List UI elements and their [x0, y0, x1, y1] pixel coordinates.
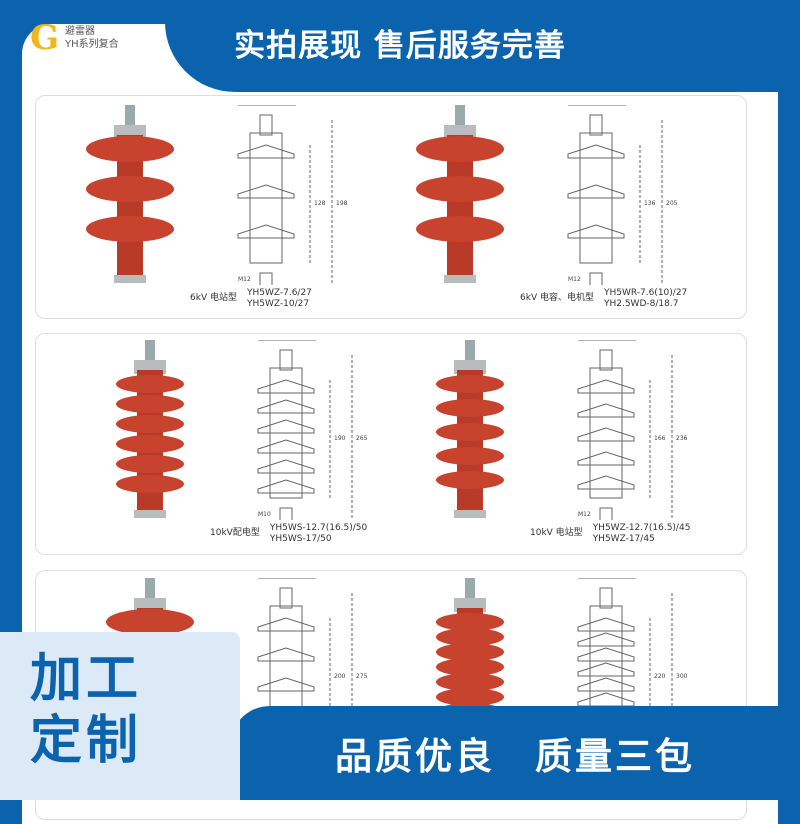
voltage-type: 6kV 电站型: [190, 293, 237, 303]
model-number: YH5WZ-12.7(16.5)/45: [592, 523, 691, 533]
voltage-type: 6kV 电容、电机型: [520, 293, 594, 303]
voltage-type: 10kV 电站型: [530, 528, 583, 538]
voltage-type: 10kV配电型: [210, 528, 260, 538]
model-number: YH5WR-7.6(10)/27: [603, 288, 688, 298]
brand-logo: G 避雷器 YH系列复合: [30, 18, 119, 58]
product-item: ø105 166 236 M12 10kV 电站型 YH5WZ-12.7(16.5…: [410, 333, 730, 544]
thread-label: M12: [238, 276, 251, 283]
thread-label: M12: [578, 511, 591, 518]
arrester-illustration: ø105 128 198 M12: [86, 98, 348, 288]
model-number: YH5WZ-17/45: [592, 534, 655, 544]
logo-mark: G: [30, 18, 60, 58]
header-tab: 实拍展现 售后服务完善: [165, 0, 800, 92]
total-height-label: 198: [336, 200, 348, 207]
total-height-label: 275: [356, 673, 368, 680]
height-label: 200: [334, 673, 346, 680]
total-height-label: 205: [666, 200, 678, 207]
thread-label: M12: [568, 276, 581, 283]
total-height-label: 236: [676, 435, 688, 442]
badge-line-1: 加工: [30, 649, 143, 709]
height-label: 220: [654, 673, 666, 680]
height-label: 190: [334, 435, 346, 442]
thread-label: M10: [258, 511, 271, 518]
product-panel-row-1: [35, 95, 747, 319]
height-label: 166: [654, 435, 666, 442]
height-label: 128: [314, 200, 326, 207]
page-title: 实拍展现 售后服务完善: [234, 28, 566, 64]
quality-text: 品质优良: [335, 735, 495, 778]
product-item: ø110 136 205 M12 6kV 电容、电机型 YH5WR-7.6(10)…: [400, 98, 720, 309]
arrester-illustration: ø105 166 236 M12: [436, 333, 688, 523]
model-number: YH5WZ-10/27: [246, 299, 310, 309]
custom-processing-badge: 加工 定制: [0, 632, 240, 800]
quality-banner: 品质优良 质量三包: [230, 706, 800, 800]
product-item: ø85 190 265 M10 10kV配电型 YH5WS-12.7(16.5)/…: [90, 333, 410, 544]
logo-line-1: 避雷器: [65, 26, 96, 37]
model-number: YH5WS-12.7(16.5)/50: [269, 523, 368, 533]
total-height-label: 265: [356, 435, 368, 442]
model-number: YH5WZ-7.6/27: [246, 288, 312, 298]
model-number: YH5WS-17/50: [269, 534, 332, 544]
warranty-text: 质量三包: [535, 735, 695, 778]
arrester-illustration: ø110 136 205 M12: [416, 98, 678, 288]
arrester-illustration: ø85 190 265 M10: [116, 333, 368, 523]
product-item: ø105 128 198 M12 6kV 电站型 YH5WZ-7.6/27YH5W…: [70, 98, 390, 309]
logo-line-2: YH系列复合: [65, 39, 119, 50]
height-label: 136: [644, 200, 656, 207]
model-number: YH2.5WD-8/18.7: [603, 299, 679, 309]
badge-line-2: 定制: [30, 711, 143, 771]
total-height-label: 300: [676, 673, 688, 680]
